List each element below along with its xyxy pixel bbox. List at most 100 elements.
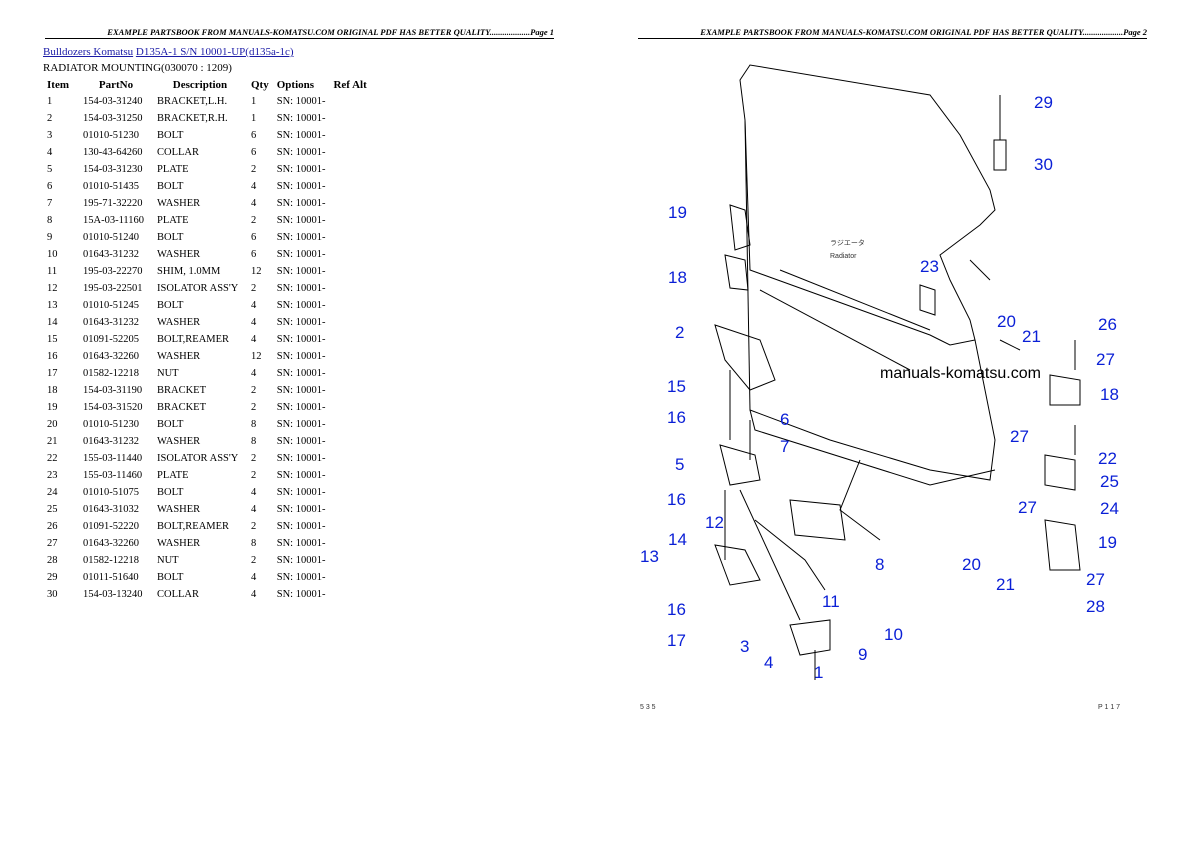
- cell-description: BOLT: [157, 300, 184, 311]
- cell-item: 20: [47, 419, 58, 430]
- cell-item: 14: [47, 317, 58, 328]
- cell-partno: 01643-31032: [83, 504, 139, 515]
- column-header-item: Item: [47, 79, 69, 91]
- cell-refalt: [329, 93, 370, 110]
- cell-options: SN: 10001-: [276, 589, 326, 600]
- cell-options: SN: 10001-: [276, 147, 326, 158]
- cell-description: COLLAR: [157, 589, 199, 600]
- parts-table: Item PartNo Description Qty Options Ref …: [43, 77, 371, 603]
- cell-qty: 2: [251, 164, 257, 175]
- cell-options: SN: 10001-: [276, 266, 326, 277]
- callout-20: 20: [962, 555, 981, 574]
- cell-partno: 195-03-22270: [83, 266, 143, 277]
- callout-8: 8: [875, 555, 884, 574]
- radiator-top-tank: [739, 64, 996, 346]
- cell-options: SN: 10001-: [276, 96, 326, 107]
- cell-description: BOLT,REAMER: [157, 334, 230, 345]
- cell-qty: 1: [251, 96, 257, 107]
- cell-refalt: [329, 535, 370, 552]
- cell-partno: 154-03-13240: [83, 589, 143, 600]
- cell-item: 6: [47, 181, 53, 192]
- cell-description: WASHER: [157, 436, 201, 447]
- cell-options: SN: 10001-: [276, 555, 326, 566]
- callout-19: 19: [668, 203, 687, 222]
- breadcrumb: Bulldozers Komatsu D135A-1 S/N 10001-UP(…: [43, 46, 294, 58]
- cell-qty: 2: [251, 402, 257, 413]
- cell-item: 2: [47, 113, 53, 124]
- cell-refalt: [329, 195, 370, 212]
- cell-partno: 01091-52220: [83, 521, 139, 532]
- cell-refalt: [329, 331, 370, 348]
- cell-qty: 12: [251, 266, 262, 277]
- collar-30-shape: [993, 139, 1007, 171]
- cell-description: ISOLATOR ASS'Y: [157, 283, 239, 294]
- cell-item: 23: [47, 470, 58, 481]
- cell-qty: 1: [251, 113, 257, 124]
- cell-description: PLATE: [157, 215, 189, 226]
- cell-description: NUT: [157, 555, 179, 566]
- cell-partno: 154-03-31230: [83, 164, 143, 175]
- cell-partno: 01582-12218: [83, 555, 139, 566]
- cell-description: BOLT: [157, 130, 184, 141]
- cell-item: 15: [47, 334, 58, 345]
- cell-qty: 6: [251, 232, 257, 243]
- cell-partno: 01010-51245: [83, 300, 139, 311]
- cell-description: BRACKET,L.H.: [157, 96, 228, 107]
- callout-20: 20: [997, 312, 1016, 331]
- cell-options: SN: 10001-: [276, 368, 326, 379]
- cell-item: 27: [47, 538, 58, 549]
- plate-5-shape: [719, 444, 761, 486]
- cell-qty: 6: [251, 147, 257, 158]
- cell-description: BRACKET: [157, 402, 207, 413]
- radiator-jp-label: ラジエータ: [830, 238, 865, 247]
- cell-partno: 01010-51435: [83, 181, 139, 192]
- callout-19: 19: [1098, 533, 1117, 552]
- callout-12: 12: [705, 513, 724, 532]
- page-header-right: EXAMPLE PARTSBOOK FROM MANUALS-KOMATSU.C…: [638, 27, 1147, 39]
- callout-16: 16: [667, 490, 686, 509]
- bracket-19-shape: [729, 204, 751, 251]
- callout-3: 3: [740, 637, 749, 656]
- cell-options: SN: 10001-: [276, 215, 326, 226]
- cell-options: SN: 10001-: [276, 317, 326, 328]
- cell-qty: 8: [251, 436, 257, 447]
- cell-description: BOLT: [157, 419, 184, 430]
- watermark-text: manuals-komatsu.com: [880, 365, 1041, 382]
- cell-qty: 4: [251, 317, 257, 328]
- cell-item: 7: [47, 198, 53, 209]
- bracket-1-shape: [789, 619, 831, 656]
- callout-15: 15: [667, 377, 686, 396]
- cell-options: SN: 10001-: [276, 470, 326, 481]
- cell-description: WASHER: [157, 249, 201, 260]
- cell-item: 28: [47, 555, 58, 566]
- cell-description: WASHER: [157, 317, 201, 328]
- cell-description: COLLAR: [157, 147, 199, 158]
- cell-qty: 2: [251, 385, 257, 396]
- cell-item: 18: [47, 385, 58, 396]
- bracket-19-right-shape: [1044, 519, 1081, 571]
- isolator-22-shape: [1044, 454, 1076, 491]
- breadcrumb-link-bulldozers[interactable]: Bulldozers Komatsu: [43, 46, 134, 58]
- cell-options: SN: 10001-: [276, 198, 326, 209]
- cell-refalt: [329, 246, 370, 263]
- cell-qty: 8: [251, 538, 257, 549]
- callout-16: 16: [667, 408, 686, 427]
- cell-item: 10: [47, 249, 58, 260]
- page-header-left: EXAMPLE PARTSBOOK FROM MANUALS-KOMATSU.C…: [45, 27, 554, 39]
- callout-22: 22: [1098, 449, 1117, 468]
- cell-partno: 01010-51240: [83, 232, 139, 243]
- cell-description: BOLT: [157, 181, 184, 192]
- callout-5: 5: [675, 455, 684, 474]
- breadcrumb-link-model[interactable]: D135A-1 S/N 10001-UP(d135a-1c): [135, 46, 294, 58]
